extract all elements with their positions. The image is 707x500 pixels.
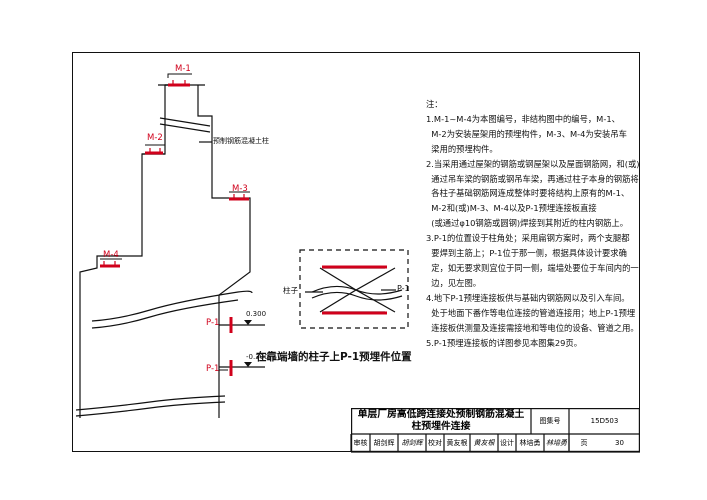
drawing-title-line2: 柱预埋件连接 (411, 421, 471, 432)
drawing-title-line1: 单层厂房高低跨连接处预制钢筋混凝土 (357, 409, 525, 420)
m1-leader (167, 73, 192, 78)
m2-label: M-2 (147, 133, 163, 143)
design-label: 设计 (500, 439, 514, 447)
m3-label: M-3 (232, 184, 248, 194)
elevation-upper: 0.300 (246, 310, 267, 318)
detail-column-box (299, 249, 409, 329)
designer-name: 林培勇 (519, 439, 541, 447)
detail-break (311, 285, 403, 295)
notes-line: (或通过φ10钢筋或圆钢)焊接到其附近的柱内钢筋上。 (426, 218, 629, 229)
page-number: 30 (615, 439, 624, 447)
break-line-top-2 (159, 123, 211, 133)
break-line-mid (91, 290, 253, 322)
notes-line: M-2为安装屋架用的预埋构件，M-3、M-4为安装吊车 (426, 128, 627, 139)
notes-line: 4.地下P-1预埋连接板供与基础内钢筋网以及引入车间。 (426, 292, 630, 303)
notes-line: 处于地面下番作等电位连接的管道连接用；地上P-1预埋 (426, 307, 636, 318)
notes-line: 梁用的预埋构件。 (426, 143, 498, 154)
notes-line: 通过吊车梁的钢筋或钢吊车梁，再通过柱子本身的钢筋将 (426, 173, 639, 184)
detail-caption: 在靠端墙的柱子上P-1预埋件位置 (256, 351, 412, 363)
elevation-lower: -0.300 (246, 353, 269, 361)
elevation-triangle-upper (244, 320, 252, 325)
break-line-low (75, 395, 226, 411)
break-line-low-2 (75, 401, 226, 417)
break-line-mid-2 (91, 299, 239, 329)
page-label: 页 (580, 439, 588, 447)
m4-studs (103, 261, 116, 266)
checker-signature: 黄友根 (473, 439, 495, 447)
m3-studs (233, 194, 245, 199)
m2-studs (149, 148, 161, 153)
notes-line: 连接板供测量及连接需接地和等电位的设备、管道之用。 (426, 322, 639, 333)
reviewer-signature: 胡剑辉 (401, 439, 423, 447)
notes-line: M-2和(或)M-3、M-4以及P-1预埋连接板直接 (426, 203, 597, 214)
elevation-triangle-lower (244, 362, 252, 367)
m1-studs (172, 80, 186, 85)
notes-line: 各柱子基础钢筋网连成整体时要将结构上原有的M-1、 (426, 188, 630, 199)
p1-lower-label: P-1 (206, 364, 220, 374)
notes-line: 要焊到主筋上；P-1位于那一侧，根据具体设计要求确 (426, 248, 627, 259)
atlas-number-label: 图集号 (539, 417, 561, 425)
notes-line: 边，见左图。 (426, 277, 482, 288)
checker-name: 黄友根 (446, 439, 468, 447)
notes-line: 2.当采用通过屋架的钢筋或钢屋架以及屋面钢筋网，和(或) (426, 158, 640, 169)
notes-line: 1.M-1~M-4为本图编号，非结构图中的编号，M-1、 (426, 113, 620, 124)
notes-line: 定，如无要求则宜位于同一侧，端墙处要位于车间内的一 (426, 262, 639, 273)
atlas-number: 15D503 (590, 417, 619, 425)
detail-p1-label: P-1 (397, 284, 410, 293)
drawing-title: 单层厂房高低跨连接处预制钢筋混凝土 柱预埋件连接 (351, 408, 531, 434)
notes-block: 注： 1.M-1~M-4为本图编号，非结构图中的编号，M-1、 M-2为安装屋架… (426, 97, 640, 350)
p1-upper-label: P-1 (206, 318, 220, 328)
notes-heading: 注： (426, 99, 443, 109)
title-block: 单层厂房高低跨连接处预制钢筋混凝土 柱预埋件连接 图集号 15D503 (351, 408, 640, 452)
column-label: 预制钢筋混凝土柱 (213, 137, 269, 145)
column-outline-left (79, 84, 190, 418)
designer-signature: 林培勇 (546, 439, 567, 447)
detail-column-label: 柱子 (283, 286, 298, 295)
break-line-top (159, 117, 211, 127)
m4-label: M-4 (103, 250, 119, 260)
notes-line: 3.P-1的位置设于柱角处；采用扁钢方案时，两个支腿都 (426, 233, 630, 244)
m1-label: M-1 (175, 64, 191, 74)
detail-break-2 (311, 291, 403, 301)
check-label: 校对 (428, 439, 442, 447)
review-label: 审核 (353, 439, 368, 447)
notes-line: 5.P-1预埋连接板的详图参见本图集29页。 (426, 337, 583, 348)
reviewer-name: 胡剑辉 (373, 439, 395, 447)
